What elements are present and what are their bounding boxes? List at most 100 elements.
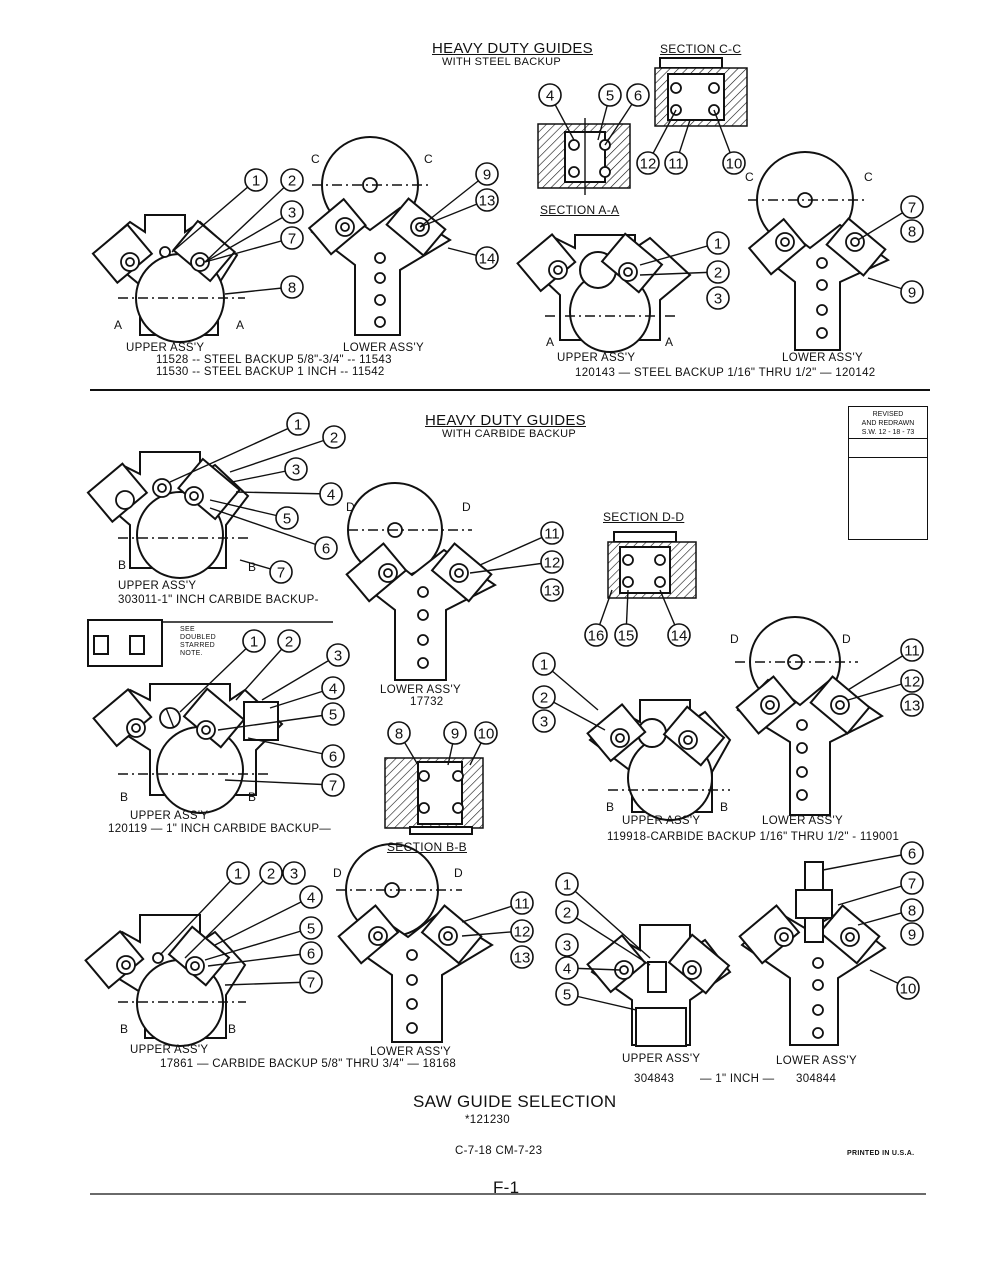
callout-balloon [532, 709, 556, 733]
callout-leader [822, 852, 913, 871]
callout-number: 10 [900, 981, 917, 998]
section-letter-b: B [120, 1022, 129, 1036]
callout-number: 4 [307, 890, 315, 907]
callout-number: 3 [334, 648, 342, 665]
callout-balloon [636, 151, 660, 175]
redrawn-text: AND REDRAWN [861, 420, 915, 427]
bottom-right-part-mid: — 1" INCH — [700, 1073, 775, 1085]
callout-number: 4 [329, 681, 337, 698]
callout-balloon [321, 744, 345, 768]
callout-leader [171, 179, 257, 253]
revised-text: REVISED [872, 411, 904, 418]
revision-row [849, 439, 927, 458]
callout-balloon [277, 629, 301, 653]
callout-balloon [299, 970, 323, 994]
callout-number: 2 [285, 634, 293, 651]
top-left-upper-label: UPPER ASS'Y [126, 342, 205, 354]
callout-leader [207, 952, 312, 967]
upper-assembly-carbide-5 [586, 924, 732, 1047]
callout-number: 6 [307, 946, 315, 963]
callout-number: 1 [250, 634, 258, 651]
callout-balloon [900, 280, 924, 304]
footer-codes: C-7-18 CM-7-23 [455, 1145, 543, 1157]
callout-leader [204, 179, 293, 263]
callout-balloon [321, 676, 345, 700]
section-letter-d: D [842, 632, 851, 646]
callout-leader [639, 242, 719, 266]
section-letter-d: D [333, 866, 342, 880]
middle-title: HEAVY DUTY GUIDES [425, 412, 586, 429]
section-letter-a: A [665, 335, 674, 349]
top-right-lower-label: LOWER ASS'Y [782, 352, 863, 364]
callout-balloon [900, 669, 924, 693]
revision-header: REVISED AND REDRAWN S.W. 12 - 18 - 73 [849, 407, 927, 439]
bottom-right-part-left: 304843 [634, 1073, 675, 1085]
callout-leader [204, 211, 293, 263]
callout-leader [204, 927, 312, 961]
section-aa-view [537, 118, 631, 195]
callout-balloon [280, 226, 304, 250]
section-letter-b: B [248, 790, 257, 804]
bottom-left-lower-label: LOWER ASS'Y [370, 1046, 451, 1058]
callout-balloon [244, 168, 268, 192]
callout-balloon [540, 550, 564, 574]
doubled-note-box [87, 619, 333, 667]
callout-number: 13 [904, 698, 921, 715]
callout-balloon [706, 286, 730, 310]
callout-balloon [282, 861, 306, 885]
footer-title: SAW GUIDE SELECTION [413, 1092, 617, 1111]
top-subtitle: WITH STEEL BACKUP [442, 56, 561, 68]
callout-number: 13 [479, 193, 496, 210]
callout-balloon [540, 578, 564, 602]
bottom-left-part-line: 17861 — CARBIDE BACKUP 5/8" THRU 3/4" — … [160, 1058, 457, 1070]
upper-assembly-carbide-2 [92, 683, 284, 814]
section-dd-label: SECTION D-D [603, 510, 685, 524]
callout-leader [247, 737, 334, 757]
callout-leader [179, 640, 255, 713]
callout-balloon [667, 623, 691, 647]
bottom-right-upper-label: UPPER ASS'Y [622, 1053, 701, 1065]
callout-number: 4 [563, 961, 571, 978]
section-bb-view [384, 757, 484, 835]
middle-lower1-label: LOWER ASS'Y [380, 684, 461, 696]
callout-balloon [900, 841, 924, 865]
lower-assembly-steel-1 [307, 136, 452, 336]
callout-number: 5 [307, 921, 315, 938]
section-letter-c: C [745, 170, 754, 184]
callout-balloon [284, 457, 308, 481]
callout-balloon [299, 885, 323, 909]
callout-leader [469, 561, 553, 574]
callout-balloon [598, 83, 622, 107]
callout-balloon [443, 721, 467, 745]
section-bb-label: SECTION B-B [387, 840, 467, 854]
bottom-right-lower-label: LOWER ASS'Y [776, 1055, 857, 1067]
callout-number: 9 [908, 927, 916, 944]
callout-number: 8 [908, 903, 916, 920]
section-letter-b: B [228, 1022, 237, 1036]
upper-assembly-carbide-4 [84, 914, 247, 1047]
callout-number: 3 [290, 866, 298, 883]
section-cc-view [654, 57, 748, 127]
callout-leader [204, 237, 293, 263]
callout-number: 16 [588, 628, 605, 645]
callout-balloon [474, 721, 498, 745]
middle-upper1-part: 303011-1" INCH CARBIDE BACKUP- [118, 594, 319, 606]
lower-assembly-steel-2 [747, 151, 890, 351]
callout-number: 6 [322, 541, 330, 558]
upper-assembly-carbide-1 [86, 451, 250, 579]
callout-number: 2 [540, 690, 548, 707]
section-letter-c: C [311, 152, 320, 166]
callout-balloon [259, 861, 283, 885]
revision-date: S.W. 12 - 18 - 73 [861, 429, 915, 436]
callout-balloon [269, 560, 293, 584]
callout-number: 14 [479, 251, 496, 268]
upper-assembly-carbide-3 [586, 699, 732, 821]
top-right-part-line: 120143 — STEEL BACKUP 1/16" THRU 1/2" — … [575, 367, 876, 379]
callout-number: 8 [908, 224, 916, 241]
callout-number: 14 [671, 628, 688, 645]
callout-balloon [475, 246, 499, 270]
section-letter-a: A [114, 318, 123, 332]
section-letter-d: D [462, 500, 471, 514]
section-letter-b: B [248, 560, 257, 574]
lower-assembly-carbide-1 [345, 482, 497, 681]
